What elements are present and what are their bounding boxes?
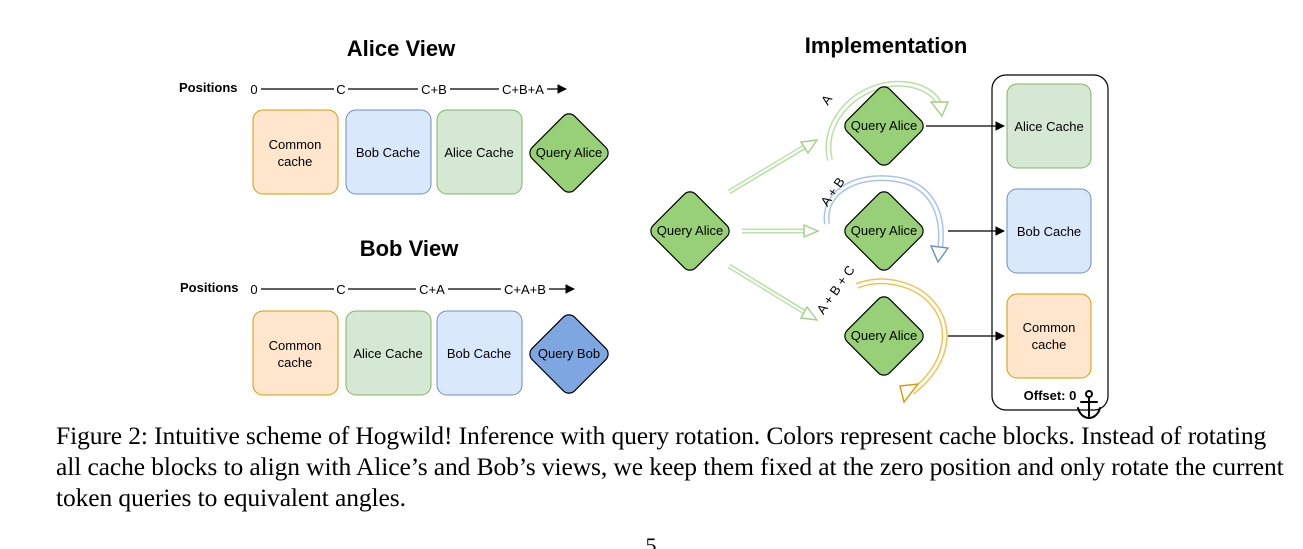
bob-tick-cab: C+A+B: [504, 282, 546, 297]
bob-view-query-diamond: [529, 314, 609, 394]
alice-view-blocks: Common cache Bob Cache Alice Cache Query…: [252, 109, 609, 195]
bob-view-alice-cache-label: Alice Cache: [353, 346, 422, 361]
figure-caption: Figure 2: Intuitive scheme of Hogwild! I…: [56, 421, 1284, 512]
alice-tick-cba: C+B+A: [502, 82, 544, 97]
bob-view-title: Bob View: [360, 236, 460, 261]
bob-view-common-cache-label-1: Common: [269, 338, 322, 353]
rotated-query-label-bottom: Query Alice: [851, 328, 917, 343]
bob-view-common-cache-label-2: cache: [278, 355, 313, 370]
rotation-label-abc: A + B + C: [813, 263, 857, 317]
cache-container: [991, 74, 1109, 411]
rotated-query-label-top: Query Alice: [851, 118, 917, 133]
bob-view-query-label: Query Bob: [538, 346, 600, 361]
implementation-common-cache-block: [1006, 293, 1092, 379]
alice-view-query-diamond: [529, 113, 609, 193]
implementation-fanout-arrows: [727, 143, 808, 316]
implementation-fanout-arrowheads: [799, 139, 820, 321]
implementation-alice-cache-block: [1006, 83, 1092, 169]
alice-view-common-cache-block: [252, 109, 339, 195]
implementation-common-cache-label-1: Common: [1023, 320, 1076, 335]
implementation-alice-cache-label: Alice Cache: [1014, 119, 1083, 134]
alice-view-title: Alice View: [347, 36, 456, 61]
alice-view-bob-cache-label: Bob Cache: [356, 145, 420, 160]
page-number: 5: [646, 533, 657, 549]
bob-view-blocks: Common cache Alice Cache Bob Cache Query…: [252, 310, 609, 396]
implementation-source-query-label: Query Alice: [657, 223, 723, 238]
implementation-title: Implementation: [805, 33, 968, 58]
alice-view-query-label: Query Alice: [536, 145, 602, 160]
rotated-query-diamond-middle: [844, 191, 924, 271]
rotated-query-diamond-top: [844, 86, 924, 166]
alice-view-common-cache-label-1: Common: [269, 137, 322, 152]
alice-tick-cb: C+B: [421, 82, 447, 97]
rotated-query-label-middle: Query Alice: [851, 223, 917, 238]
implementation-bob-cache-label: Bob Cache: [1017, 224, 1081, 239]
bob-view-alice-cache-block: [345, 310, 432, 396]
alice-view-bob-cache-block: [345, 109, 432, 195]
bob-positions-label: Positions: [180, 280, 239, 295]
alice-tick-0: 0: [250, 82, 257, 97]
rotated-query-diamond-bottom: [844, 296, 924, 376]
alice-positions-label: Positions: [179, 80, 238, 95]
alice-axis-ticks: 0 C C+B C+B+A: [247, 80, 547, 97]
bob-view-bob-cache-block: [436, 310, 523, 396]
bob-view-bob-cache-label: Bob Cache: [447, 346, 511, 361]
implementation-source-query-diamond: [650, 191, 730, 271]
bob-view-common-cache-block: [252, 310, 339, 396]
alice-view-alice-cache-block: [436, 109, 523, 195]
alice-view-alice-cache-label: Alice Cache: [444, 145, 513, 160]
offset-label: Offset: 0: [1024, 388, 1077, 403]
bob-axis-ticks: 0 C C+A C+A+B: [247, 280, 549, 297]
implementation-bob-cache-block: [1006, 188, 1092, 274]
bob-tick-ca: C+A: [419, 282, 445, 297]
alice-view-common-cache-label-2: cache: [278, 154, 313, 169]
rotation-label-a: A: [818, 92, 835, 108]
bob-tick-c: C: [336, 282, 345, 297]
anchor-icon: [1077, 390, 1101, 420]
alice-tick-c: C: [336, 82, 345, 97]
implementation-fanout-arrows-inner: [728, 146, 805, 313]
implementation-common-cache-label-2: cache: [1032, 337, 1067, 352]
bob-tick-0: 0: [250, 282, 257, 297]
